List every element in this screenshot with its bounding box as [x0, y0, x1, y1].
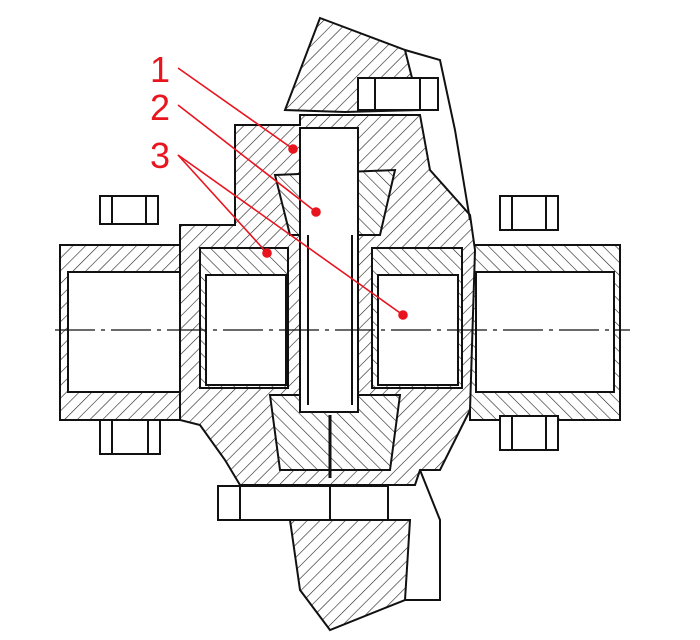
label-1: 1 [150, 49, 171, 90]
leader-1 [177, 67, 294, 150]
left-lower-bearing [99, 419, 161, 455]
leader-2 [177, 104, 317, 213]
label-2: 2 [150, 87, 171, 128]
leader-3a [177, 154, 268, 254]
bolt-bottom [217, 485, 389, 521]
annotation-leaders [177, 67, 408, 320]
leader-1-dot [288, 144, 298, 154]
label-3: 3 [150, 135, 171, 176]
right-upper-bearing [499, 195, 559, 231]
left-upper-bearing [99, 195, 159, 225]
leader-2-dot [311, 207, 321, 217]
bolt-top [357, 77, 439, 111]
ring-gear-bottom [288, 519, 412, 632]
leader-3b [177, 154, 404, 316]
pinion-shaft [299, 127, 359, 413]
case-flange [404, 49, 471, 221]
right-lower-bearing [499, 415, 559, 451]
leader-3b-dot [398, 310, 408, 320]
leader-3a-dot [262, 248, 272, 258]
